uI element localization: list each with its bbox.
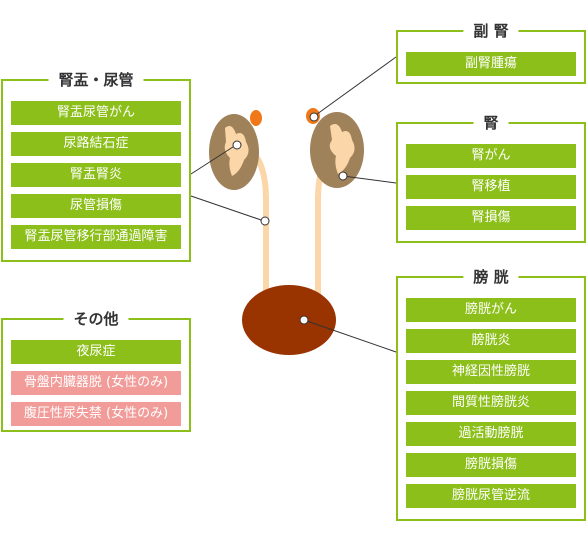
renal-pelvis-ureter-item[interactable]: 尿管損傷 [11, 194, 181, 218]
other-item-female-only[interactable]: 腹圧性尿失禁 (女性のみ) [11, 402, 181, 426]
connector-kidney [342, 175, 397, 184]
dot-adrenal [309, 112, 319, 122]
other-title: その他 [63, 308, 129, 330]
renal-pelvis-ureter-item[interactable]: 腎盂尿管がん [11, 101, 181, 125]
bladder-item[interactable]: 間質性膀胱炎 [406, 391, 576, 415]
bladder-item[interactable]: 神経因性膀胱 [406, 360, 576, 384]
adrenal-title: 副 腎 [463, 20, 519, 42]
other-item[interactable]: 夜尿症 [11, 340, 181, 364]
bladder-item[interactable]: 過活動膀胱 [406, 422, 576, 446]
left-adrenal-gland[interactable] [250, 110, 262, 126]
bladder-item[interactable]: 膀胱炎 [406, 329, 576, 353]
connector-ureter [190, 195, 265, 222]
dot-kidney [338, 171, 348, 181]
bladder-item[interactable]: 膀胱がん [406, 298, 576, 322]
right-kidney[interactable] [310, 112, 364, 188]
connector-pelvis [190, 144, 237, 175]
bladder[interactable] [242, 285, 336, 355]
dot-renal-pelvis [232, 140, 242, 150]
left-kidney[interactable] [209, 114, 259, 190]
connector-bladder [303, 319, 397, 353]
kidney-group: 腎 腎がん 腎移植 腎損傷 [396, 112, 586, 243]
bladder-item[interactable]: 膀胱尿管逆流 [406, 484, 576, 508]
renal-pelvis-ureter-group: 腎盂・尿管 腎盂尿管がん 尿路結石症 腎盂腎炎 尿管損傷 腎盂尿管移行部通過障害 [1, 69, 191, 262]
bladder-group: 膀 胱 膀胱がん 膀胱炎 神経因性膀胱 間質性膀胱炎 過活動膀胱 膀胱損傷 膀胱… [396, 266, 586, 521]
connector-adrenal [312, 56, 397, 118]
kidney-title: 腎 [473, 112, 509, 134]
renal-pelvis-ureter-item[interactable]: 腎盂尿管移行部通過障害 [11, 225, 181, 249]
adrenal-item[interactable]: 副腎腫瘍 [406, 52, 576, 76]
renal-pelvis-ureter-item[interactable]: 尿路結石症 [11, 132, 181, 156]
renal-pelvis-ureter-title: 腎盂・尿管 [48, 69, 144, 91]
dot-ureter [260, 216, 270, 226]
other-group: その他 夜尿症 骨盤内臓器脱 (女性のみ) 腹圧性尿失禁 (女性のみ) [1, 308, 191, 432]
other-item-female-only[interactable]: 骨盤内臓器脱 (女性のみ) [11, 371, 181, 395]
dot-bladder [299, 315, 309, 325]
adrenal-group: 副 腎 副腎腫瘍 [396, 20, 586, 84]
renal-pelvis-ureter-item[interactable]: 腎盂腎炎 [11, 163, 181, 187]
kidney-item[interactable]: 腎損傷 [406, 206, 576, 230]
kidney-item[interactable]: 腎がん [406, 144, 576, 168]
bladder-item[interactable]: 膀胱損傷 [406, 453, 576, 477]
kidney-item[interactable]: 腎移植 [406, 175, 576, 199]
bladder-title: 膀 胱 [463, 266, 519, 288]
